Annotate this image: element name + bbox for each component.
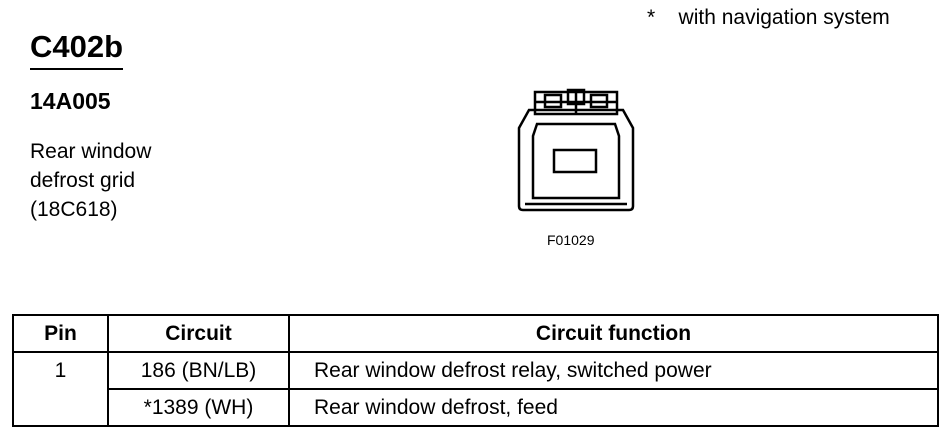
function-cell: Rear window defrost, feed	[288, 388, 939, 427]
description-line-3: (18C618)	[30, 198, 118, 221]
footnote-mark: *	[647, 6, 656, 29]
col-header-circuit: Circuit	[107, 314, 290, 353]
connector-face-icon	[517, 88, 635, 212]
connector-id: C402b	[30, 28, 124, 70]
table-row: *1389 (WH) Rear window defrost, feed	[13, 388, 939, 427]
table-header-row: Pin Circuit Circuit function	[12, 314, 939, 353]
table-row: 1 186 (BN/LB) Rear window defrost relay,…	[12, 351, 939, 427]
circuit-cell: 186 (BN/LB)	[107, 351, 290, 390]
part-number: 14A005	[30, 88, 111, 114]
description-line-2: defrost grid	[30, 169, 136, 192]
description-line-1: Rear window	[30, 140, 152, 163]
col-header-pin: Pin	[12, 314, 109, 353]
circuit-cell: *1389 (WH)	[107, 388, 290, 427]
function-cell: Rear window defrost relay, switched powe…	[288, 351, 939, 390]
col-header-function: Circuit function	[288, 314, 939, 353]
footnote-text: with navigation system	[678, 6, 890, 29]
footnote: * with navigation system	[647, 6, 890, 30]
figure-code: F01029	[547, 232, 595, 248]
pin-cell: 1	[12, 351, 109, 427]
pinout-table: Pin Circuit Circuit function 1 186 (BN/L…	[12, 314, 939, 427]
connector-description: Rear window defrost grid (18C618)	[30, 137, 151, 224]
